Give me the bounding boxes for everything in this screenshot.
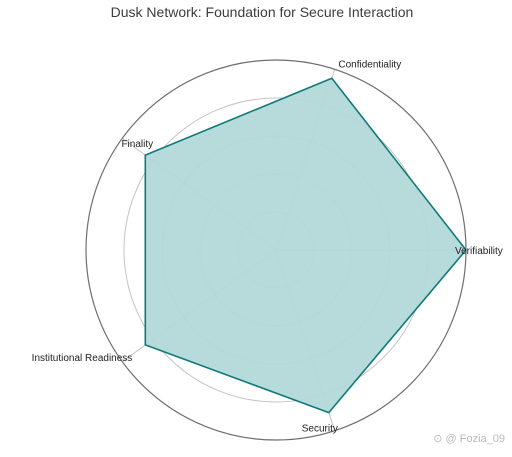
watermark: ⊙ @ Fozia_09 (433, 433, 505, 445)
axis-label-verifiability: Verifiability (455, 246, 503, 257)
series-area (144, 77, 467, 414)
axis-label-confidentiality: Confidentiality (338, 59, 401, 70)
axis-label-institutional-readiness: Institutional Readiness (32, 353, 133, 364)
axis-labels: Verifiability ConfidentialityFinalityInst… (32, 59, 503, 434)
axis-label-security: Security (302, 424, 338, 435)
chart-title: Dusk Network: Foundation for Secure Inte… (111, 4, 414, 20)
axis-label-finality: Finality (121, 139, 153, 150)
radar-series (144, 77, 467, 414)
